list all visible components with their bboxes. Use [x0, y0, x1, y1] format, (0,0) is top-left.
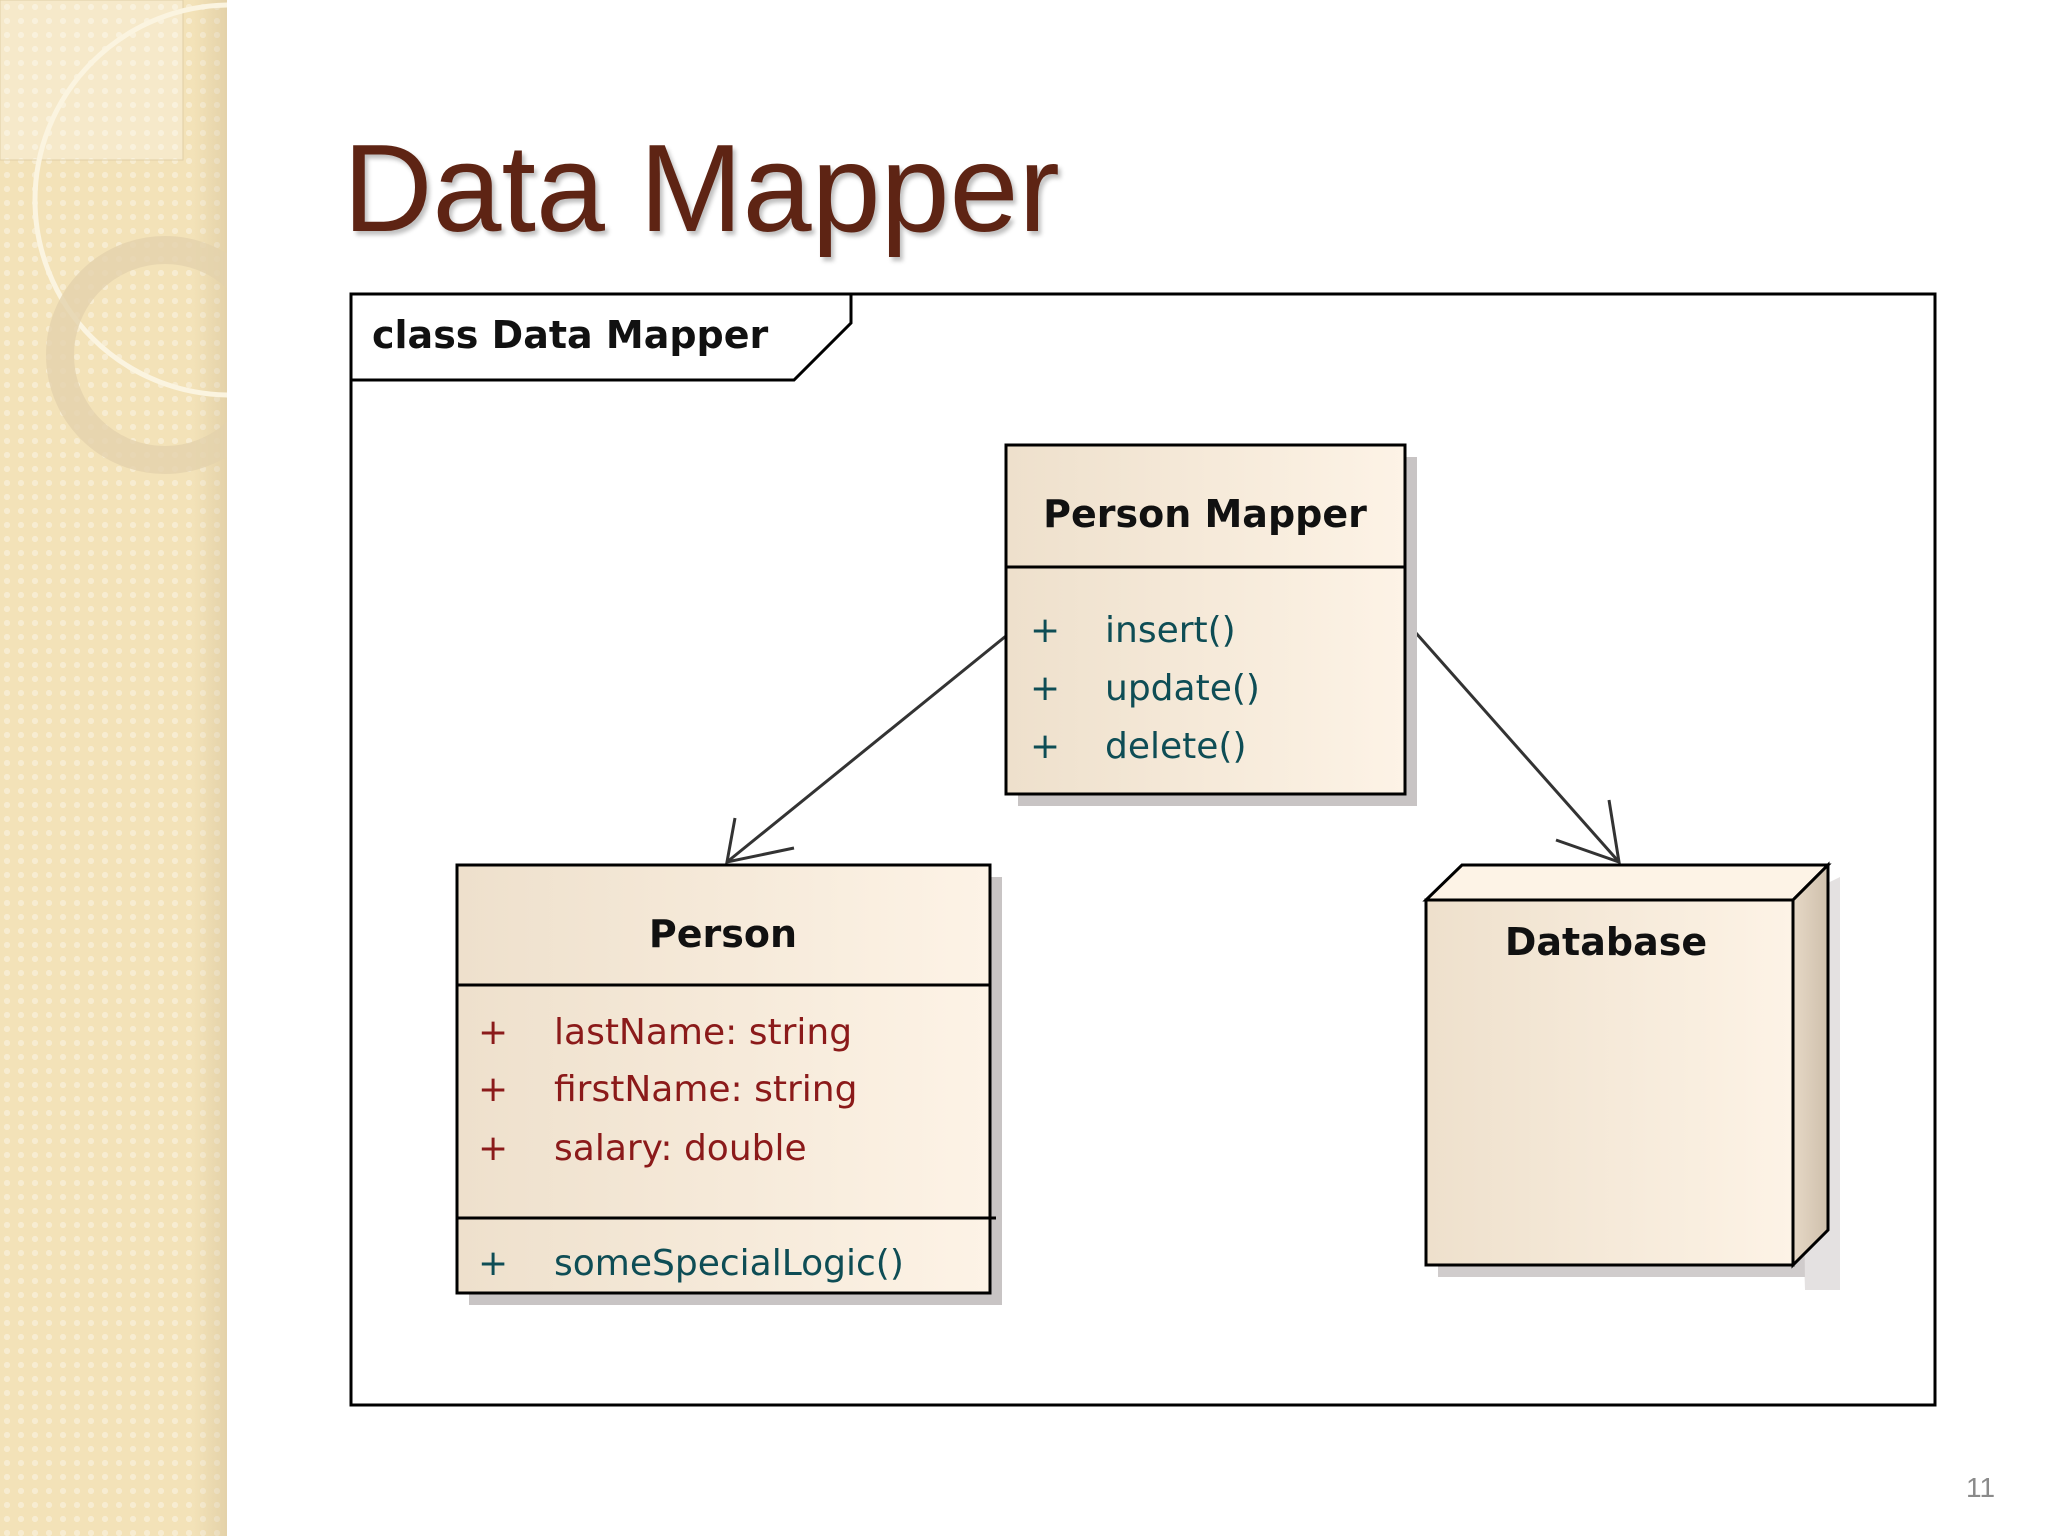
association-mapper-to-person: [725, 634, 1007, 864]
node-name: Database: [1505, 920, 1707, 964]
association-mapper-to-database: [1406, 623, 1621, 865]
node-database[interactable]: Database: [1422, 861, 1840, 1290]
class-person-mapper[interactable]: Person Mapper + insert() + update() + de…: [1004, 443, 1417, 806]
visibility-marker: +: [478, 1069, 508, 1110]
visibility-marker: +: [478, 1128, 508, 1169]
visibility-marker: +: [1030, 726, 1060, 767]
visibility-marker: +: [1030, 668, 1060, 709]
operation-update: update(): [1105, 668, 1260, 709]
operation-insert: insert(): [1105, 610, 1236, 651]
attribute-lastname: lastName: string: [554, 1012, 852, 1053]
frame-label: class Data Mapper: [372, 313, 769, 357]
visibility-marker: +: [478, 1012, 508, 1053]
decorative-sidebar: [0, 0, 227, 1536]
visibility-marker: +: [478, 1243, 508, 1284]
slide-title: Data Mapper: [343, 120, 1060, 258]
visibility-marker: +: [1030, 610, 1060, 651]
class-name: Person: [649, 912, 797, 956]
class-person[interactable]: Person + lastName: string + firstName: s…: [455, 863, 1002, 1305]
attribute-salary: salary: double: [554, 1128, 807, 1169]
class-name: Person Mapper: [1043, 492, 1367, 536]
page-number: 11: [1966, 1472, 1996, 1503]
attribute-firstname: firstName: string: [554, 1069, 857, 1110]
operation-somespeciallogic: someSpecialLogic(): [554, 1243, 904, 1284]
operation-delete: delete(): [1105, 726, 1247, 767]
decorative-circles: [0, 0, 227, 474]
